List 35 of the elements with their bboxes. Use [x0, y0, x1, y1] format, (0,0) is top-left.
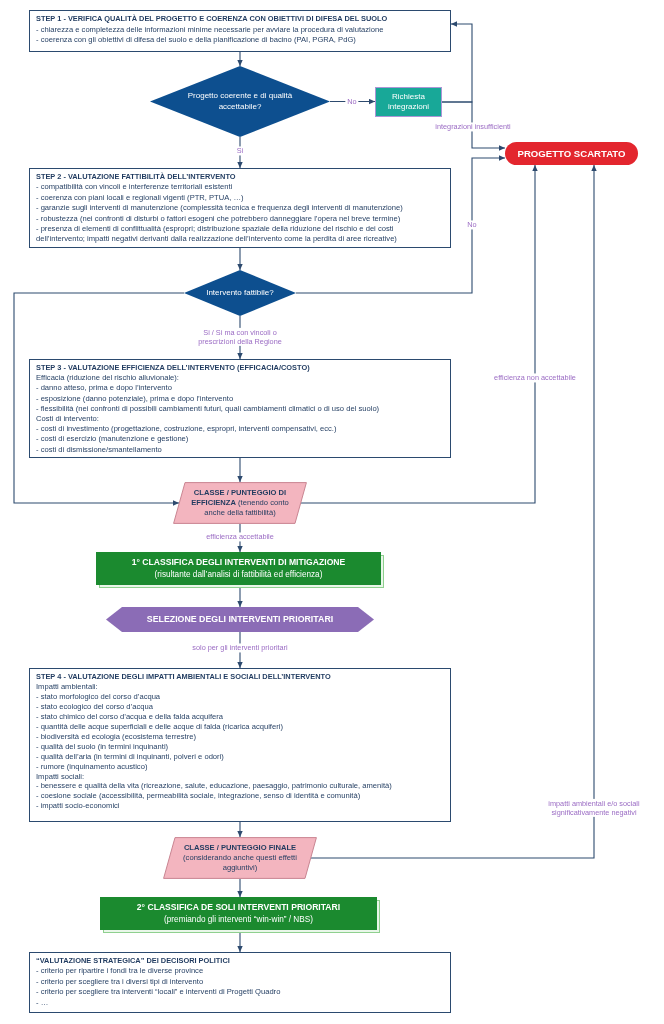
connector-arrow — [237, 247, 243, 271]
connector-arrow — [237, 587, 243, 608]
score-parallelogram — [163, 837, 317, 879]
selection-label: SELEZIONE DEGLI INTERVENTI PRIORITARI — [146, 614, 334, 625]
ranking-title: 2° CLASSIFICA DE SOLI INTERVENTI PRIORITARI — [136, 902, 341, 914]
process-box — [29, 952, 451, 1013]
connector-arrow — [237, 457, 243, 483]
connector-arrow — [237, 878, 243, 898]
connector-arrow — [237, 932, 243, 953]
connector-arrow — [13, 292, 185, 506]
process-box — [29, 10, 451, 52]
process-box — [29, 168, 451, 248]
connector-arrow — [237, 821, 243, 838]
connector-arrow — [295, 155, 506, 294]
outcome-label: PROGETTO SCARTATO — [517, 147, 626, 160]
action-label: Richiesta integrazioni — [387, 91, 430, 113]
selection-hexagon — [106, 607, 374, 632]
connector-arrow — [237, 51, 243, 67]
connector-arrow — [300, 164, 538, 504]
process-box — [29, 359, 451, 458]
terminal-pill — [505, 142, 638, 165]
process-box — [29, 668, 451, 822]
question-text: Progetto coerente e di qualità accettabile? — [186, 91, 294, 112]
question-text: Intervento fattibile? — [206, 287, 274, 299]
decision-diamond — [150, 66, 330, 137]
ranking-subtitle: (risultante dall’analisi di fattibilità ed efficienza) — [154, 568, 323, 580]
ranking-subtitle: (premiando gli interventi “win-win” / NBS) — [164, 913, 313, 925]
score-parallelogram — [173, 482, 307, 524]
action-box — [375, 87, 442, 117]
ranking-title: 1° CLASSIFICA DEGLI INTERVENTI DI MITIGAZIONE — [131, 557, 346, 569]
decision-diamond — [184, 270, 296, 316]
connector-arrow — [310, 164, 597, 859]
connector-arrow — [441, 101, 506, 151]
ranking-box — [100, 897, 380, 933]
ranking-box — [96, 552, 384, 588]
